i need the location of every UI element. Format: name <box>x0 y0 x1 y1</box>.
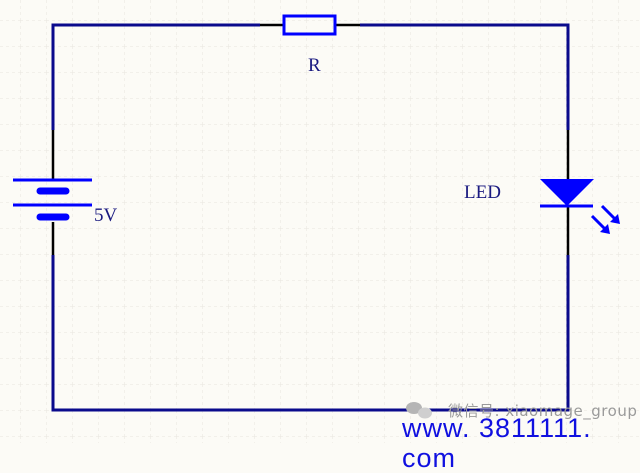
resistor <box>260 14 360 36</box>
wechat-icon <box>406 402 432 419</box>
led-label: LED <box>464 182 501 203</box>
light-arrows-icon <box>590 204 618 232</box>
resistor-label: R <box>308 55 321 76</box>
watermark-website: www. 3811111. com <box>402 413 592 473</box>
watermark-wechat: 微信号: xiaomage_group <box>448 402 638 420</box>
battery <box>13 130 92 255</box>
wire-top-right <box>360 23 570 130</box>
led <box>540 130 620 255</box>
grid <box>0 0 640 443</box>
battery-label: 5V <box>94 205 118 226</box>
schematic-canvas <box>0 0 640 443</box>
wires <box>51 23 570 412</box>
wire-top-left <box>51 23 260 130</box>
wire-bottom <box>51 255 570 412</box>
